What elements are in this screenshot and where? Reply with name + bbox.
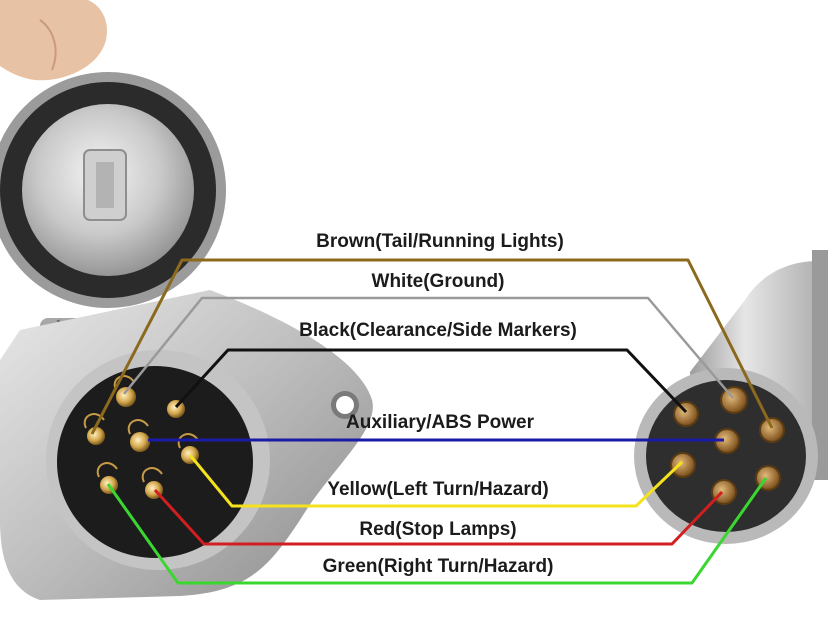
wire-yellow [188,454,684,508]
wire-white [123,296,734,399]
wire-black [174,348,688,414]
label-yellow: Yellow(Left Turn/Hazard) [327,479,548,500]
wire-red [153,488,724,546]
plug-pins [670,386,785,505]
label-brown: Brown(Tail/Running Lights) [316,231,564,252]
label-red: Red(Stop Lamps) [359,519,516,540]
label-white: White(Ground) [372,271,505,292]
wire-brown [90,258,774,435]
label-black: Black(Clearance/Side Markers) [299,320,577,341]
wire-labels: Brown(Tail/Running Lights) White(Ground)… [299,231,577,577]
label-green: Green(Right Turn/Hazard) [323,556,554,577]
wire-paths [90,258,774,585]
wire-green [106,477,768,585]
label-blue: Auxiliary/ABS Power [346,412,535,433]
socket-illustration [0,0,373,600]
